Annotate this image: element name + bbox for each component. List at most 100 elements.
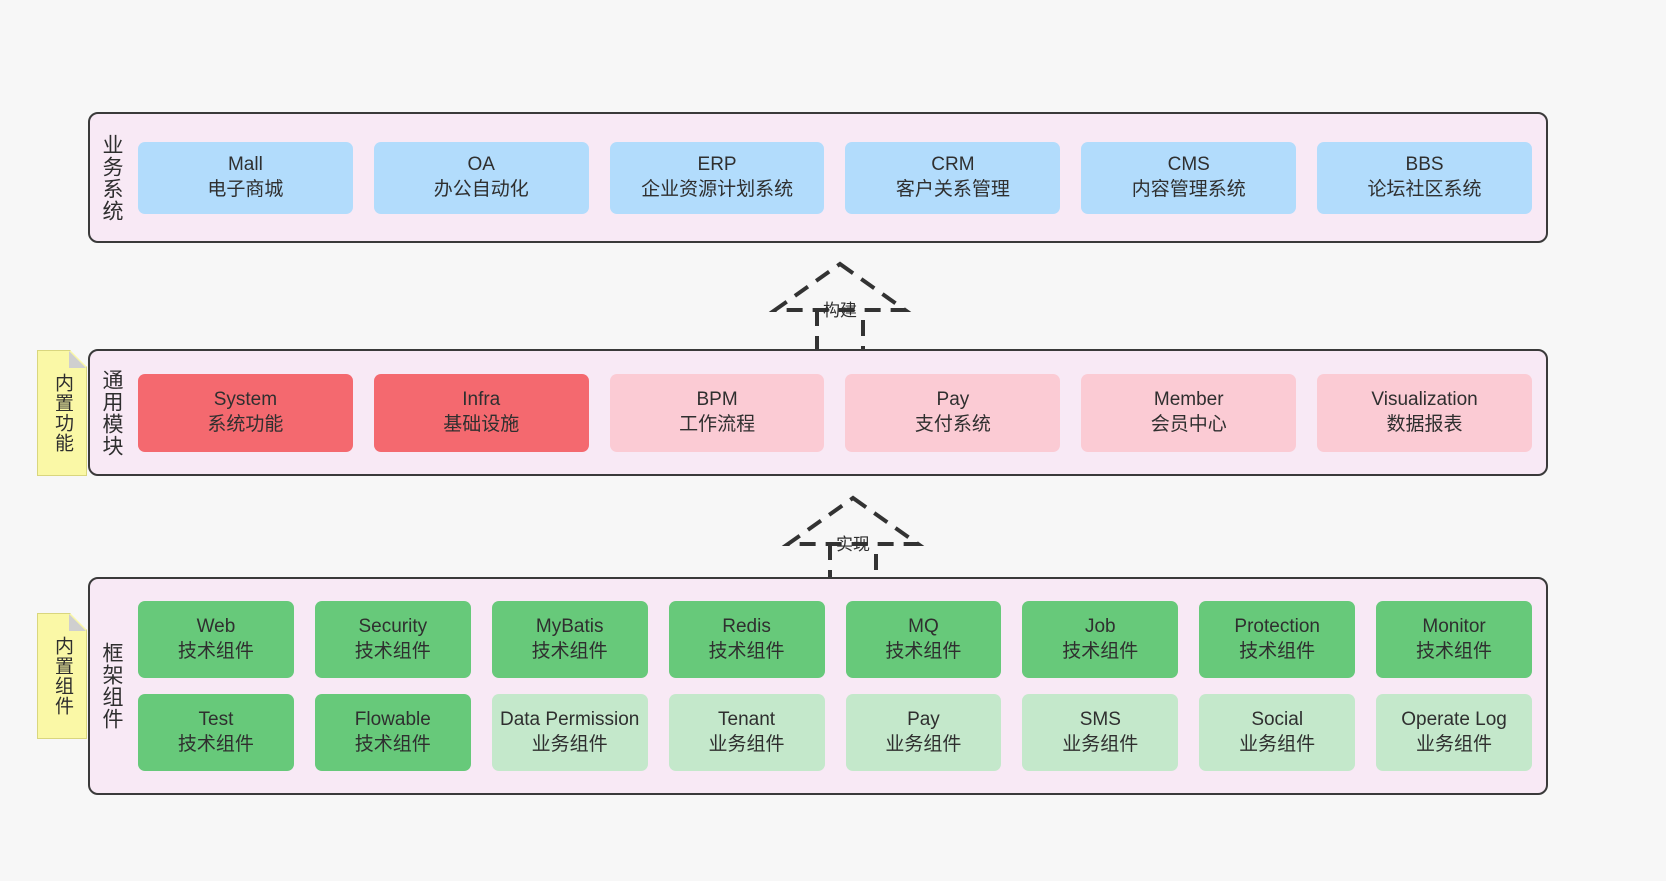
node-title-en: Test [198, 709, 234, 731]
node-title-en: Web [196, 616, 236, 638]
note-fold-corner-icon [69, 614, 86, 631]
node-title-cn: 企业资源计划系统 [641, 178, 794, 200]
node-pay-component[interactable]: Pay 业务组件 [845, 694, 1002, 771]
node-operate-log[interactable]: Operate Log 业务组件 [1376, 694, 1532, 771]
connector-implement-label: 实现 [836, 535, 870, 554]
node-sms[interactable]: SMS 业务组件 [1022, 694, 1179, 771]
node-title-en: BBS [1405, 154, 1444, 176]
node-web[interactable]: Web 技术组件 [138, 601, 294, 678]
node-title-en: MQ [908, 616, 939, 638]
node-title-cn: 系统功能 [207, 413, 284, 435]
node-title-cn: 客户关系管理 [895, 178, 1010, 200]
note-builtin-features: 内置功能 [37, 350, 87, 476]
node-security[interactable]: Security 技术组件 [314, 601, 471, 678]
node-title-cn: 业务组件 [531, 733, 608, 755]
node-title-en: Job [1084, 616, 1116, 638]
node-title-cn: 技术组件 [531, 640, 608, 662]
node-title-en: Visualization [1371, 389, 1478, 411]
layer-body-framework: Web 技术组件 Security 技术组件 MyBatis 技术组件 Redi… [132, 579, 1546, 793]
connector-build-shape [768, 261, 912, 354]
node-title-en: Member [1153, 389, 1224, 411]
node-title-en: Flowable [354, 709, 431, 731]
node-title-cn: 办公自动化 [433, 178, 529, 200]
node-title-cn: 技术组件 [177, 640, 254, 662]
note-builtin-components: 内置组件 [37, 613, 87, 739]
note-label: 内置功能 [51, 373, 73, 453]
node-mall[interactable]: Mall 电子商城 [138, 141, 353, 214]
node-title-en: Security [358, 616, 428, 638]
node-erp[interactable]: ERP 企业资源计划系统 [609, 141, 825, 214]
node-member[interactable]: Member 会员中心 [1081, 373, 1297, 452]
node-title-en: Infra [462, 389, 501, 411]
node-test[interactable]: Test 技术组件 [138, 694, 294, 771]
layer-title-business: 业务系统 [100, 133, 124, 222]
layer-framework-components: 框架组件 Web 技术组件 Security 技术组件 MyBatis 技术组件… [88, 577, 1548, 795]
node-title-cn: 数据报表 [1386, 413, 1463, 435]
node-title-cn: 业务组件 [885, 733, 962, 755]
layer-body-business: Mall 电子商城 OA 办公自动化 ERP 企业资源计划系统 CRM 客户关系… [132, 114, 1546, 241]
node-title-cn: 技术组件 [354, 640, 431, 662]
layer-row: Mall 电子商城 OA 办公自动化 ERP 企业资源计划系统 CRM 客户关系… [138, 141, 1532, 214]
node-title-cn: 业务组件 [1062, 733, 1139, 755]
node-redis[interactable]: Redis 技术组件 [668, 601, 825, 678]
node-bpm[interactable]: BPM 工作流程 [609, 373, 825, 452]
connector-build: 构建 [745, 258, 935, 358]
node-title-cn: 技术组件 [708, 640, 785, 662]
node-title-en: Pay [936, 389, 970, 411]
node-title-en: Operate Log [1401, 709, 1507, 731]
node-title-en: Tenant [718, 709, 776, 731]
node-title-cn: 内容管理系统 [1131, 178, 1246, 200]
node-title-en: SMS [1079, 709, 1121, 731]
note-label: 内置组件 [51, 636, 73, 716]
node-flowable[interactable]: Flowable 技术组件 [314, 694, 471, 771]
node-data-permission[interactable]: Data Permission 业务组件 [491, 694, 648, 771]
node-infra[interactable]: Infra 基础设施 [373, 373, 589, 452]
layer-title-common: 通用模块 [100, 368, 124, 457]
layer-title-framework: 框架组件 [100, 642, 124, 730]
node-title-cn: 业务组件 [1239, 733, 1316, 755]
node-title-cn: 业务组件 [708, 733, 785, 755]
node-mybatis[interactable]: MyBatis 技术组件 [491, 601, 648, 678]
node-crm[interactable]: CRM 客户关系管理 [845, 141, 1061, 214]
layer-business-systems: 业务系统 Mall 电子商城 OA 办公自动化 ERP 企业资源计划系统 CRM… [88, 112, 1548, 243]
node-title-cn: 技术组件 [354, 733, 431, 755]
node-title-en: MyBatis [535, 616, 604, 638]
node-title-en: Redis [722, 616, 771, 638]
node-title-cn: 支付系统 [914, 413, 991, 435]
node-visualization[interactable]: Visualization 数据报表 [1317, 373, 1532, 452]
node-oa[interactable]: OA 办公自动化 [373, 141, 589, 214]
node-title-cn: 业务组件 [1416, 733, 1493, 755]
node-protection[interactable]: Protection 技术组件 [1199, 601, 1356, 678]
node-title-en: Mall [227, 154, 263, 176]
node-social[interactable]: Social 业务组件 [1199, 694, 1356, 771]
connector-build-label: 构建 [823, 301, 857, 320]
node-title-en: Social [1251, 709, 1304, 731]
layer-row: Test 技术组件 Flowable 技术组件 Data Permission … [138, 694, 1532, 771]
node-job[interactable]: Job 技术组件 [1022, 601, 1179, 678]
node-title-cn: 技术组件 [177, 733, 254, 755]
node-title-en: Data Permission [499, 709, 640, 731]
node-title-en: Pay [907, 709, 940, 731]
node-mq[interactable]: MQ 技术组件 [845, 601, 1002, 678]
node-title-en: Monitor [1422, 616, 1486, 638]
node-title-en: ERP [697, 154, 737, 176]
node-title-cn: 电子商城 [207, 178, 284, 200]
node-cms[interactable]: CMS 内容管理系统 [1081, 141, 1297, 214]
node-title-en: System [213, 389, 278, 411]
node-system[interactable]: System 系统功能 [138, 373, 353, 452]
node-tenant[interactable]: Tenant 业务组件 [668, 694, 825, 771]
node-title-cn: 论坛社区系统 [1367, 178, 1482, 200]
node-title-en: Protection [1234, 616, 1320, 638]
node-title-cn: 技术组件 [1062, 640, 1139, 662]
node-title-en: CMS [1167, 154, 1210, 176]
node-title-cn: 会员中心 [1150, 413, 1227, 435]
node-pay[interactable]: Pay 支付系统 [845, 373, 1061, 452]
node-title-cn: 基础设施 [443, 413, 520, 435]
layer-common-modules: 通用模块 System 系统功能 Infra 基础设施 BPM 工作流程 Pay… [88, 349, 1548, 476]
node-title-cn: 技术组件 [885, 640, 962, 662]
node-title-en: CRM [931, 154, 975, 176]
layer-row: Web 技术组件 Security 技术组件 MyBatis 技术组件 Redi… [138, 601, 1532, 678]
node-monitor[interactable]: Monitor 技术组件 [1376, 601, 1532, 678]
node-bbs[interactable]: BBS 论坛社区系统 [1317, 141, 1532, 214]
